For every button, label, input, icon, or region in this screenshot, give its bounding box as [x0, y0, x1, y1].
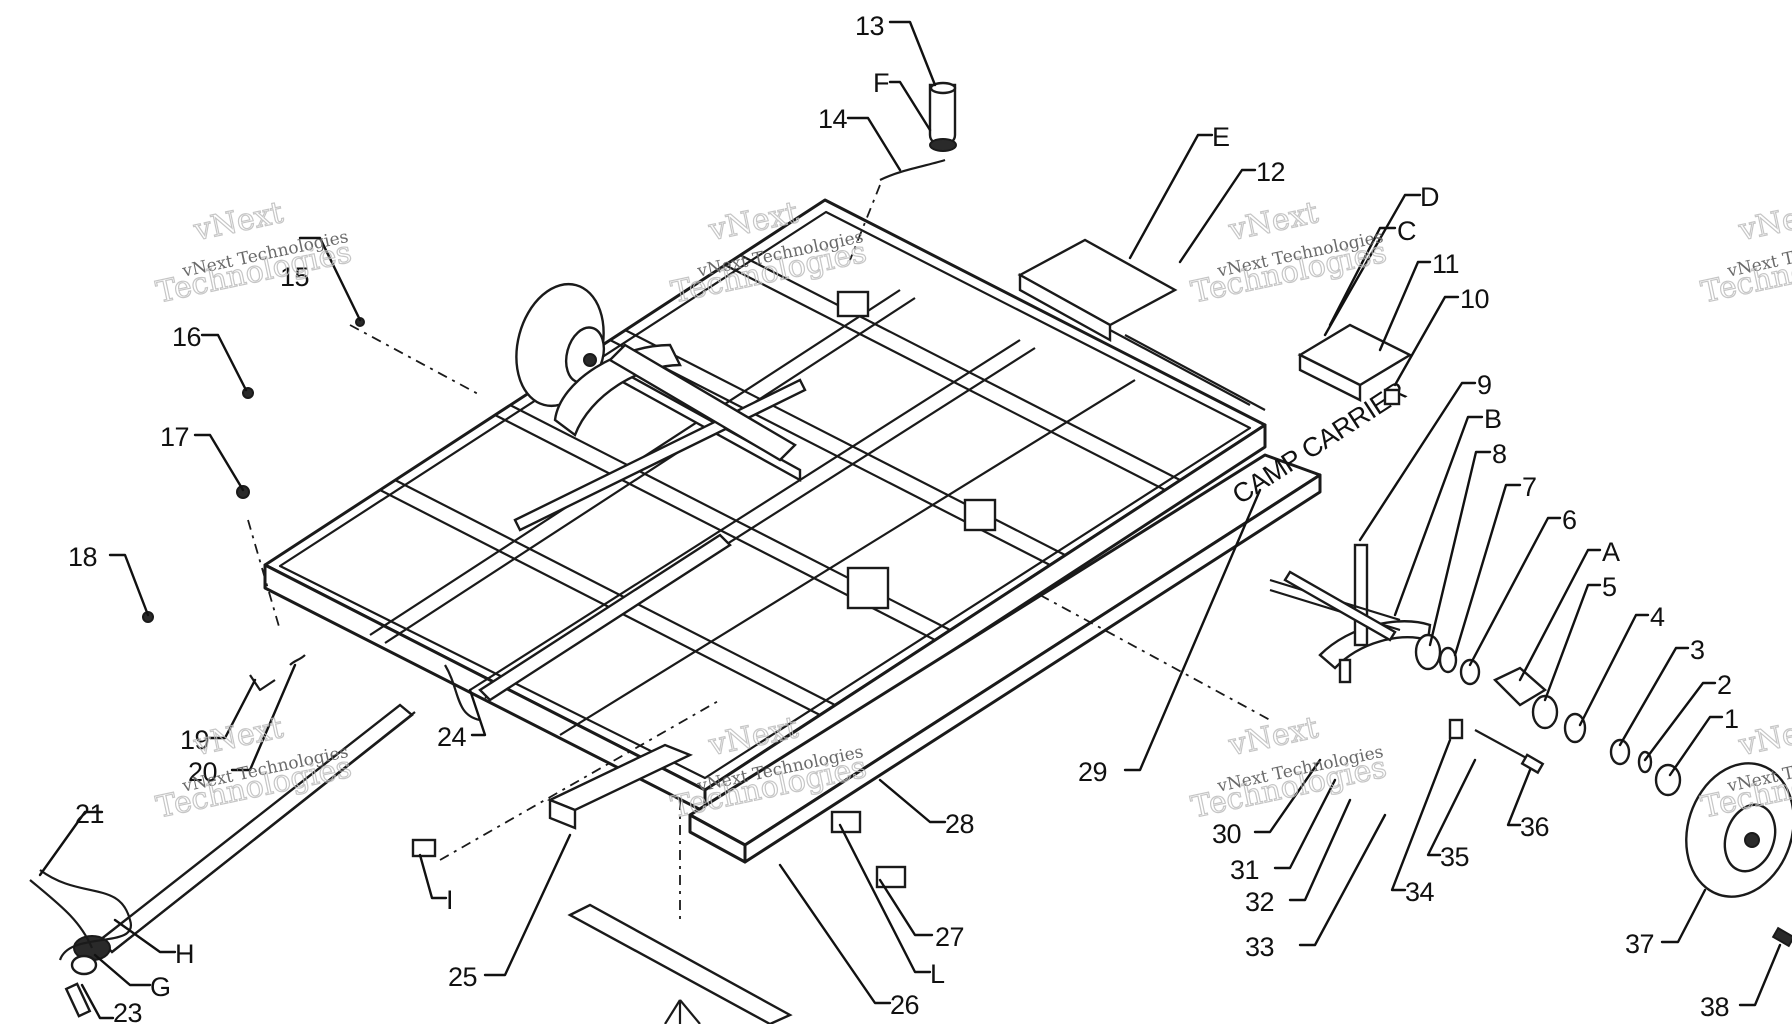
watermark-word-top: vNext [1735, 195, 1792, 248]
callout-37: 37 [1625, 929, 1654, 959]
callout-31: 31 [1230, 855, 1259, 885]
callout-20: 20 [188, 757, 217, 787]
watermark-word-top: vNext [1225, 710, 1321, 763]
callout-36: 36 [1520, 812, 1549, 842]
exploded-view-guide-lines [247, 184, 1271, 925]
callout-labels: 13 F 14 E 12 D C 11 10 9 B 8 7 6 A 5 4 3… [68, 11, 1739, 1024]
callout-G: G [150, 972, 171, 1002]
callout-19: 19 [180, 725, 209, 755]
callout-15: 15 [280, 262, 309, 292]
wheel-lower-right [1685, 762, 1792, 948]
callout-32: 32 [1245, 887, 1274, 917]
callout-B: B [1484, 404, 1502, 434]
hub-bearing-stack [1414, 633, 1682, 797]
callout-21: 21 [75, 799, 104, 829]
callout-3: 3 [1690, 635, 1705, 665]
callout-6: 6 [1562, 505, 1577, 535]
tongue-drawbar [29, 703, 416, 1018]
callout-C: C [1397, 216, 1416, 246]
callout-29: 29 [1078, 757, 1107, 787]
callout-11: 11 [1432, 249, 1459, 279]
callout-F: F [873, 68, 889, 98]
callout-L: L [930, 959, 945, 989]
callout-12: 12 [1256, 157, 1285, 187]
callout-16: 16 [172, 322, 201, 352]
callout-4: 4 [1650, 602, 1665, 632]
callout-33: 33 [1245, 932, 1274, 962]
callout-28: 28 [945, 809, 974, 839]
callout-10: 10 [1460, 284, 1489, 314]
watermark-word-top: vNext [190, 195, 286, 248]
watermark-word-top: vNext [1735, 710, 1792, 763]
callout-7: 7 [1522, 472, 1537, 502]
callout-5: 5 [1602, 572, 1617, 602]
callout-13: 13 [855, 11, 884, 41]
callout-2: 2 [1717, 670, 1732, 700]
callout-30: 30 [1212, 819, 1241, 849]
callout-8: 8 [1492, 439, 1507, 469]
callout-38: 38 [1700, 992, 1729, 1022]
watermark-word-top: vNext [1225, 195, 1321, 248]
callout-23: 23 [113, 998, 142, 1024]
board-25 [547, 743, 693, 830]
callout-14: 14 [818, 104, 848, 134]
callout-E: E [1212, 122, 1230, 152]
callout-18: 18 [68, 542, 97, 572]
watermark-word-top: vNext [190, 710, 286, 763]
support-stand [567, 903, 793, 1024]
callout-I: I [446, 885, 453, 915]
callout-35: 35 [1440, 842, 1469, 872]
callout-26: 26 [890, 990, 919, 1020]
callout-D: D [1420, 182, 1439, 212]
callout-H: H [175, 939, 194, 969]
callout-34: 34 [1405, 877, 1435, 907]
rear-extension-tray [1017, 238, 1413, 411]
callout-24: 24 [437, 722, 467, 752]
callout-25: 25 [448, 962, 477, 992]
callout-9: 9 [1477, 370, 1492, 400]
callout-A: A [1602, 537, 1620, 567]
wheel-upper-left [515, 282, 797, 462]
callout-1: 1 [1724, 704, 1739, 734]
spring-hanger-assembly [1269, 543, 1432, 684]
callout-17: 17 [160, 422, 189, 452]
small-hardware [142, 81, 1545, 889]
callout-27: 27 [935, 922, 964, 952]
callout-leaders [38, 20, 1782, 1020]
